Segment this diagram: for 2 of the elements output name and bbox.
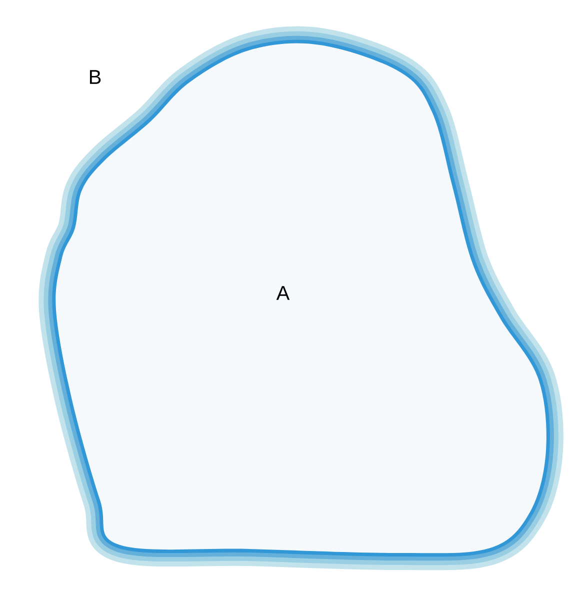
region-label: B [90, 70, 101, 84]
region-label: A [276, 286, 290, 300]
